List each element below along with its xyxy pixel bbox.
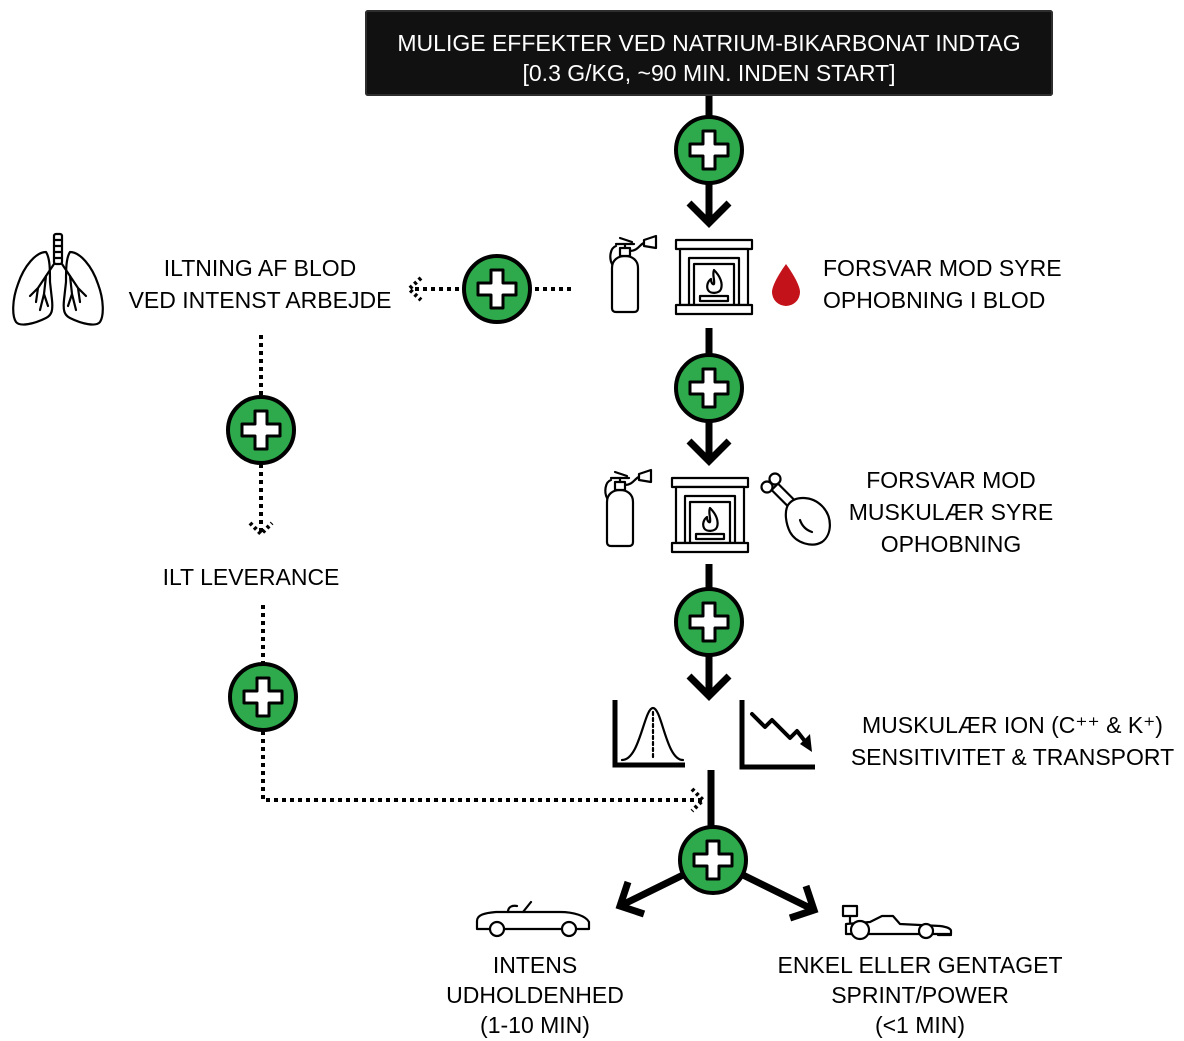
blood-oxygenation-line-2: VED INTENST ARBEJDE xyxy=(128,287,392,313)
muscle-buffering-label: FORSVAR MOD MUSKULÆR SYRE OPHOBNING xyxy=(811,464,1091,560)
blood-buffering-label: FORSVAR MOD SYRE OPHOBNING I BLOD xyxy=(823,252,1163,316)
plus-icon xyxy=(688,367,730,409)
flame-icon xyxy=(706,268,723,294)
oxygen-delivery-line-1: ILT LEVERANCE xyxy=(162,564,340,590)
flame-icon xyxy=(702,506,719,532)
title-line-1: MULIGE EFFEKTER VED NATRIUM-BIKARBONAT I… xyxy=(397,30,1021,56)
plus-node-6 xyxy=(228,662,298,732)
ion-transport-line-1: MUSKULÆR ION (C⁺⁺ & K⁺) xyxy=(862,712,1163,738)
connector-plus-7-to-sprint xyxy=(741,871,814,913)
arrowhead-right-icon xyxy=(690,787,706,813)
arrowhead-down-icon xyxy=(686,438,732,466)
formula-car-icon xyxy=(841,904,953,941)
blood-buffering-line-1: FORSVAR MOD SYRE xyxy=(823,255,1062,281)
sprint-line-1: ENKEL ELLER GENTAGET xyxy=(777,952,1063,978)
blood-buffering-line-2: OPHOBNING I BLOD xyxy=(823,287,1046,313)
declining-chart-icon xyxy=(739,700,815,770)
connector-plus-7-to-endurance xyxy=(620,871,685,909)
plus-icon xyxy=(242,676,284,718)
ion-transport-label: MUSKULÆR ION (C⁺⁺ & K⁺) SENSITIVITET & T… xyxy=(845,709,1180,773)
sprint-line-3: (<1 MIN) xyxy=(874,1012,966,1038)
fireplace-icon xyxy=(670,476,750,554)
ion-transport-line-2: SENSITIVITET & TRANSPORT xyxy=(850,744,1175,770)
plus-icon xyxy=(688,129,730,171)
endurance-outcome-label: INTENS UDHOLDENHED (1-10 MIN) xyxy=(415,950,655,1040)
bell-curve-chart-icon xyxy=(612,700,685,768)
arrowhead-down-left-icon xyxy=(615,880,646,918)
plus-node-1 xyxy=(674,115,744,185)
plus-icon xyxy=(476,268,518,310)
blood-oxygenation-label: ILTNING AF BLOD VED INTENST ARBEJDE xyxy=(110,252,410,316)
oxygen-branch-connectors xyxy=(248,276,706,813)
plus-node-2 xyxy=(462,254,532,324)
muscle-buffering-line-3: OPHOBNING xyxy=(880,531,1022,557)
drumstick-icon xyxy=(760,472,831,546)
lungs-icon xyxy=(12,232,104,326)
oxygen-delivery-label: ILT LEVERANCE xyxy=(131,561,371,593)
arrowhead-down-icon xyxy=(248,521,274,537)
fireplace-icon xyxy=(674,238,754,316)
endurance-line-3: (1-10 MIN) xyxy=(480,1012,590,1038)
arrowhead-down-icon xyxy=(686,673,732,701)
plus-node-4 xyxy=(226,395,296,465)
arrowhead-icon xyxy=(800,734,812,752)
convertible-car-icon xyxy=(475,900,591,938)
connector-plus-6-to-main-flow xyxy=(261,731,702,802)
main-flow-connectors xyxy=(615,96,819,922)
sprint-line-2: SPRINT/POWER xyxy=(831,982,1009,1008)
endurance-line-1: INTENS xyxy=(492,952,578,978)
blood-oxygenation-line-1: ILTNING AF BLOD xyxy=(163,255,357,281)
plus-icon xyxy=(240,409,282,451)
arrowhead-down-icon xyxy=(686,200,732,228)
plus-icon xyxy=(688,601,730,643)
blood-drop-icon xyxy=(772,264,800,306)
plus-node-5 xyxy=(674,587,744,657)
title-line-2: [0.3 G/KG, ~90 MIN. INDEN START] xyxy=(522,60,896,86)
muscle-buffering-line-2: MUSKULÆR SYRE xyxy=(848,499,1054,525)
endurance-line-2: UDHOLDENHED xyxy=(446,982,624,1008)
plus-icon xyxy=(692,839,734,881)
plus-node-3 xyxy=(674,353,744,423)
fire-extinguisher-icon xyxy=(609,234,658,314)
muscle-buffering-line-1: FORSVAR MOD xyxy=(866,467,1036,493)
sprint-outcome-label: ENKEL ELLER GENTAGET SPRINT/POWER (<1 MI… xyxy=(760,950,1080,1040)
plus-node-7 xyxy=(678,825,748,895)
fire-extinguisher-icon xyxy=(604,468,653,548)
title-box: MULIGE EFFEKTER VED NATRIUM-BIKARBONAT I… xyxy=(365,10,1053,96)
arrowhead-down-right-icon xyxy=(788,884,819,922)
